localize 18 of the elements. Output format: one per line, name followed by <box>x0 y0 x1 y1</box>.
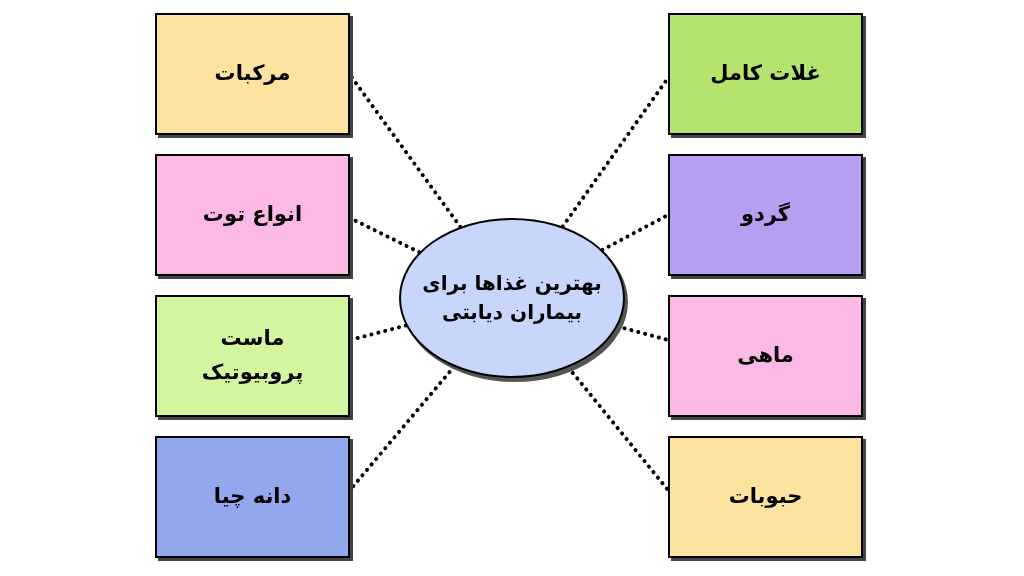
dotted-connector <box>600 213 670 252</box>
food-box <box>668 295 863 417</box>
food-label: گردو <box>740 201 791 229</box>
food-box <box>155 295 350 417</box>
food-box <box>668 13 863 135</box>
food-label: دانه چیا <box>213 483 292 511</box>
food-label: انواع توت <box>202 201 303 229</box>
food-label: حبوبات <box>728 483 803 511</box>
food-box <box>155 154 350 276</box>
topic-text: بهترین غذاها برای بیماران دیابتی <box>421 270 603 326</box>
food-label: مرکبات <box>214 60 291 88</box>
food-label: ماست پروبیوتیک <box>200 325 305 386</box>
food-box <box>155 13 350 135</box>
food-box <box>668 154 863 276</box>
food-label: غلات کامل <box>710 60 821 88</box>
food-box <box>155 436 350 558</box>
food-label: ماهی <box>737 342 794 370</box>
food-box <box>668 436 863 558</box>
